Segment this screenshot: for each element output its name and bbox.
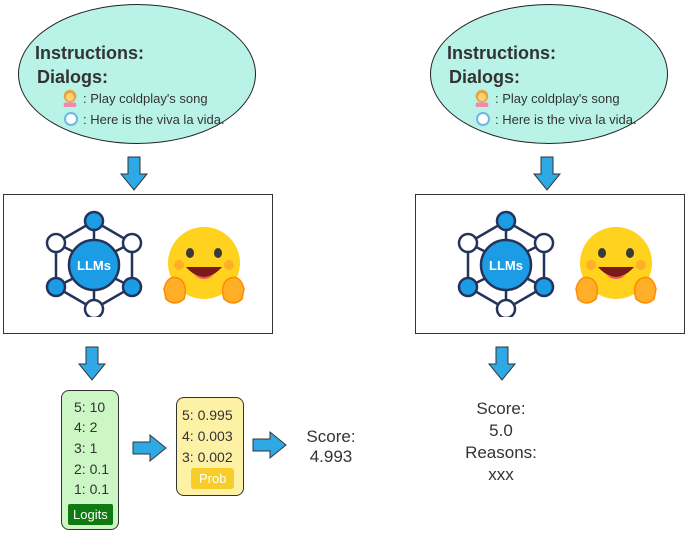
prob-row: 3: 0.002 xyxy=(182,449,233,465)
prob-row: 4: 0.003 xyxy=(182,428,233,444)
logits-to-prob-arrow xyxy=(132,433,167,463)
right-down-arrow-1 xyxy=(532,156,562,191)
logit-row: 1: 0.1 xyxy=(74,481,110,497)
hugging-face-icon xyxy=(163,227,245,304)
hugging-face-icon xyxy=(575,227,657,304)
left-down-arrow-2 xyxy=(77,346,107,381)
left-assistant-text: : Here is the viva la vida. xyxy=(83,111,225,127)
user-person-icon xyxy=(475,89,489,107)
right-reasons-label: Reasons: xyxy=(465,443,537,462)
left-llm-label: LLMs xyxy=(77,258,111,273)
llm-network-icon: LLMs xyxy=(457,210,555,317)
left-user-turn: : Play coldplay's song xyxy=(61,89,208,107)
assistant-ring-icon xyxy=(476,112,490,126)
right-reasons-value: xxx xyxy=(488,465,514,484)
logit-row: 3: 1 xyxy=(74,440,98,456)
right-score-value: 5.0 xyxy=(489,421,513,440)
right-assistant-turn: : Here is the viva la vida. xyxy=(475,111,637,127)
right-score-label: Score: xyxy=(476,399,526,418)
right-model-box: LLMs xyxy=(415,194,685,334)
assistant-ring-icon xyxy=(64,112,78,126)
right-dialogs-label: Dialogs: xyxy=(449,67,521,87)
logits-badge: Logits xyxy=(68,504,113,525)
left-dialogs-label: Dialogs: xyxy=(37,67,109,87)
right-assistant-text: : Here is the viva la vida. xyxy=(495,111,637,127)
logit-row: 2: 0.1 xyxy=(74,461,110,477)
logits-box: 5: 10 4: 2 3: 1 2: 0.1 1: 0.1 Logits xyxy=(61,390,119,530)
prob-to-score-arrow xyxy=(252,430,287,460)
right-user-turn: : Play coldplay's song xyxy=(473,89,620,107)
left-assistant-turn: : Here is the viva la vida. xyxy=(63,111,225,127)
logit-row: 4: 2 xyxy=(74,419,98,435)
right-user-text: : Play coldplay's song xyxy=(495,90,620,106)
right-score: Score: 5.0 Reasons: xxx xyxy=(455,398,547,486)
right-prompt-bubble: Instructions: Dialogs: : Play coldplay's… xyxy=(430,4,668,144)
llm-network-icon: LLMs xyxy=(45,210,143,317)
right-instructions-label: Instructions: xyxy=(447,43,557,63)
logit-row: 5: 10 xyxy=(74,399,106,415)
prob-badge: Prob xyxy=(191,468,235,489)
left-score: Score: 4.993 xyxy=(296,427,366,467)
left-score-label: Score: xyxy=(306,427,356,446)
prob-box: 5: 0.995 4: 0.003 3: 0.002 Prob xyxy=(176,397,244,496)
left-user-text: : Play coldplay's song xyxy=(83,90,208,106)
left-down-arrow-1 xyxy=(119,156,149,191)
right-llm-label: LLMs xyxy=(489,258,523,273)
prob-row: 5: 0.995 xyxy=(182,407,233,423)
left-instructions-label: Instructions: xyxy=(35,43,145,63)
user-person-icon xyxy=(63,89,77,107)
left-score-value: 4.993 xyxy=(309,447,353,466)
left-prompt-bubble: Instructions: Dialogs: : Play coldplay's… xyxy=(18,4,256,144)
left-model-box: LLMs xyxy=(3,194,273,334)
right-down-arrow-2 xyxy=(487,346,517,381)
